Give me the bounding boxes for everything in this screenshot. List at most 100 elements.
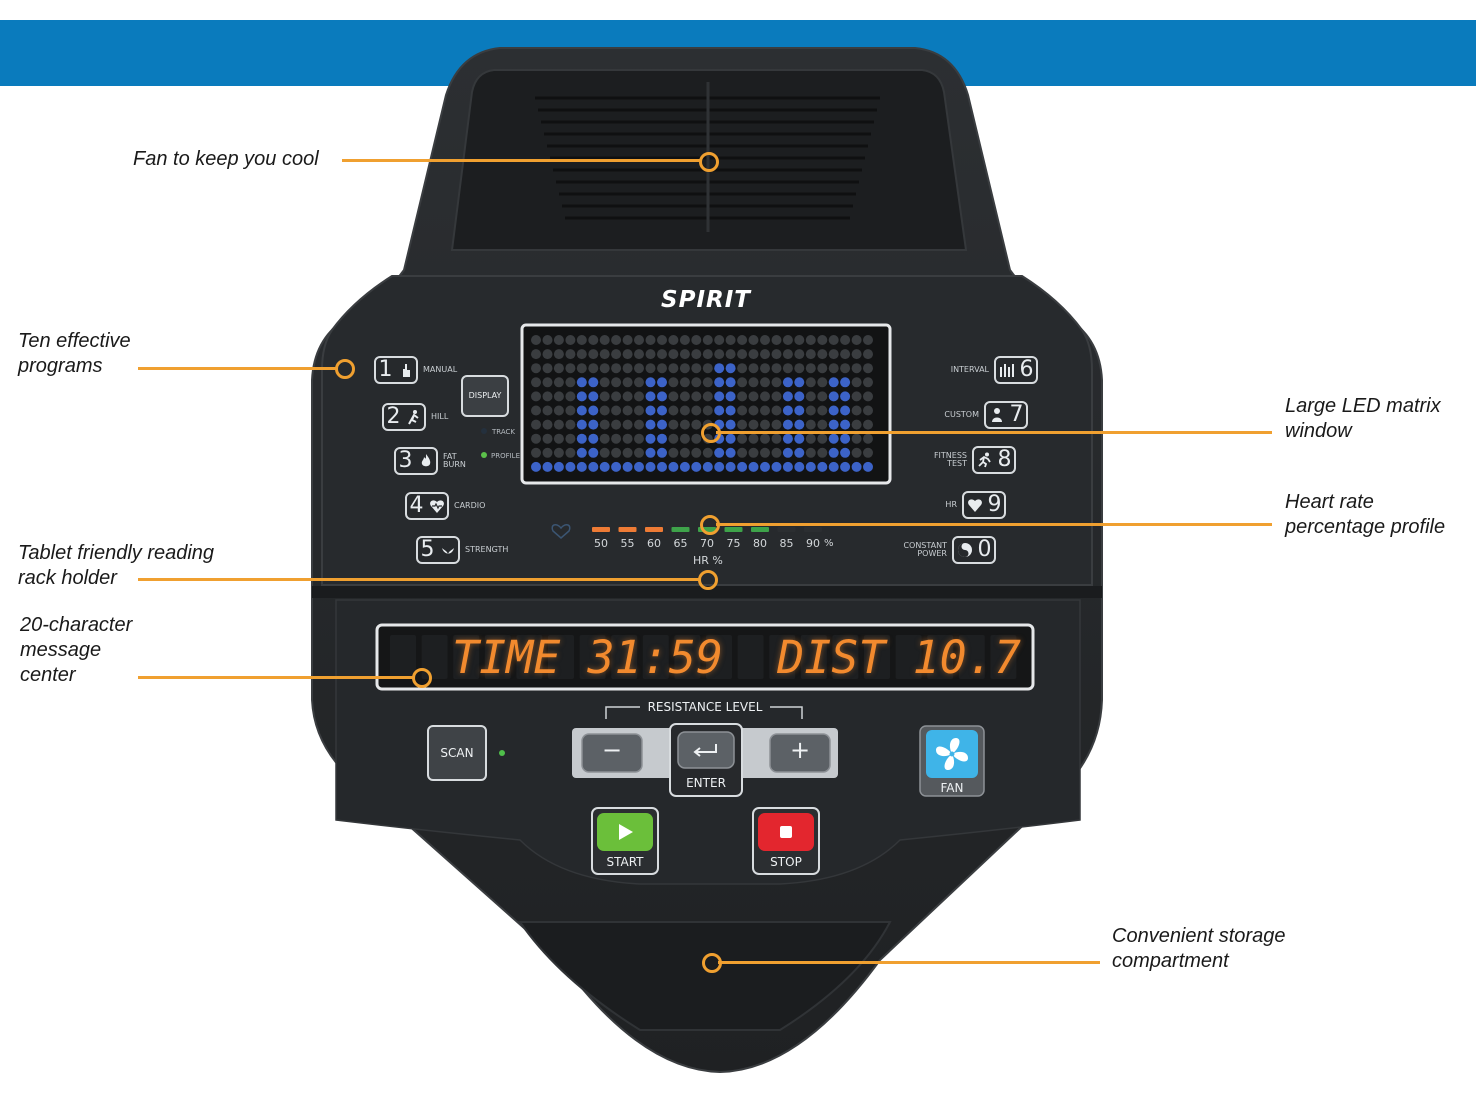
led-dot xyxy=(805,349,816,360)
program-key[interactable]: 5 xyxy=(416,536,460,564)
led-dot xyxy=(725,447,736,458)
led-dot xyxy=(760,335,770,345)
led-dot xyxy=(828,363,839,374)
led-dot xyxy=(668,447,679,458)
led-dot xyxy=(851,377,862,388)
led-dot xyxy=(702,363,713,374)
led-dot xyxy=(634,363,644,374)
callout-line: Tablet friendly reading xyxy=(18,542,215,564)
led-dot xyxy=(794,447,805,458)
program-key[interactable]: 3 xyxy=(394,447,438,475)
led-dot xyxy=(576,391,587,402)
led-dot xyxy=(771,377,782,388)
minus-icon: − xyxy=(601,736,623,764)
callout-line: center xyxy=(20,664,76,686)
program-key[interactable]: 8 xyxy=(972,446,1016,474)
led-dot xyxy=(634,377,644,388)
program-5[interactable]: 5 STRENGTH xyxy=(416,535,508,565)
led-dot xyxy=(668,391,679,402)
led-dot xyxy=(840,363,851,374)
led-dot xyxy=(725,377,736,388)
led-dot xyxy=(679,447,690,458)
led-dot xyxy=(760,363,770,374)
led-dot xyxy=(794,419,805,430)
program-7[interactable]: 7 CUSTOM xyxy=(944,400,1028,430)
led-dot xyxy=(668,419,679,430)
led-dot xyxy=(611,405,622,416)
callout-led: Large LED matrix window xyxy=(1285,394,1441,444)
led-dot xyxy=(760,433,770,444)
leader-programs xyxy=(138,367,338,370)
led-dot xyxy=(737,433,748,444)
program-key[interactable]: 9 xyxy=(962,491,1006,519)
led-dot xyxy=(634,391,644,402)
message-center-text: TIME 31:59 DIST 10.7 xyxy=(452,631,1021,684)
program-0[interactable]: 0 CONSTANT POWER xyxy=(895,535,996,565)
program-label: INTERVAL xyxy=(950,365,989,374)
program-2[interactable]: 2 HILL xyxy=(382,402,448,432)
program-label: MANUAL xyxy=(423,365,458,374)
led-dot xyxy=(565,447,576,458)
led-dot xyxy=(863,447,873,458)
program-3[interactable]: 3 FAT BURN xyxy=(394,446,473,476)
led-dot xyxy=(588,349,599,360)
hr-segment xyxy=(724,527,743,532)
led-dot xyxy=(531,335,541,345)
led-dot xyxy=(748,461,759,472)
program-key[interactable]: 1 xyxy=(374,356,418,384)
led-dot xyxy=(702,447,713,458)
led-dot xyxy=(691,349,702,360)
runner-icon xyxy=(977,452,991,468)
leader-heart xyxy=(716,523,1272,526)
brand-logo: SPIRIT xyxy=(661,287,751,313)
resistance-level-label: RESISTANCE LEVEL xyxy=(647,700,763,714)
program-key[interactable]: 2 xyxy=(382,403,426,431)
led-dot xyxy=(714,447,725,458)
program-8[interactable]: 8 FITNESS TEST xyxy=(929,445,1016,475)
led-dot xyxy=(851,405,862,416)
hr-unit: % xyxy=(824,538,834,549)
message-cell xyxy=(453,635,480,679)
led-dot xyxy=(657,405,667,416)
led-dot xyxy=(531,377,541,388)
led-dot xyxy=(782,335,793,345)
program-label: FITNESS TEST xyxy=(933,451,967,468)
callout-line: rack holder xyxy=(18,567,117,589)
marker-fan xyxy=(699,152,719,172)
program-key[interactable]: 7 xyxy=(984,401,1028,429)
led-dot xyxy=(702,405,713,416)
leader-message xyxy=(138,676,414,679)
led-dot xyxy=(668,433,679,444)
led-dot xyxy=(794,335,805,345)
led-dot xyxy=(553,335,564,345)
yin-yang-icon xyxy=(957,543,972,557)
led-dot xyxy=(748,419,759,430)
led-dot xyxy=(599,363,610,374)
program-6[interactable]: 6 INTERVAL xyxy=(951,355,1038,385)
led-dot xyxy=(531,349,541,360)
marker-message xyxy=(412,668,432,688)
program-4[interactable]: 4 CARDIO xyxy=(405,491,485,521)
led-dot xyxy=(748,377,759,388)
message-cell xyxy=(832,635,859,679)
led-dot xyxy=(531,391,541,402)
program-9[interactable]: 9 HR xyxy=(945,490,1006,520)
program-key[interactable]: 0 xyxy=(952,536,996,564)
marker-storage xyxy=(702,953,722,973)
callout-line: window xyxy=(1285,420,1352,442)
led-dot xyxy=(760,419,770,430)
led-dot xyxy=(657,377,667,388)
led-dot xyxy=(817,377,828,388)
program-key[interactable]: 6 xyxy=(994,356,1038,384)
led-dot xyxy=(805,419,816,430)
program-key[interactable]: 4 xyxy=(405,492,449,520)
message-cell xyxy=(674,635,701,679)
profile-led xyxy=(481,452,487,458)
program-1[interactable]: 1 MANUAL xyxy=(374,355,457,385)
led-dot xyxy=(668,461,679,472)
led-dot xyxy=(828,377,839,388)
led-dot xyxy=(771,405,782,416)
led-dot xyxy=(702,391,713,402)
scan-button xyxy=(427,725,487,781)
track-label: TRACK xyxy=(492,428,515,436)
